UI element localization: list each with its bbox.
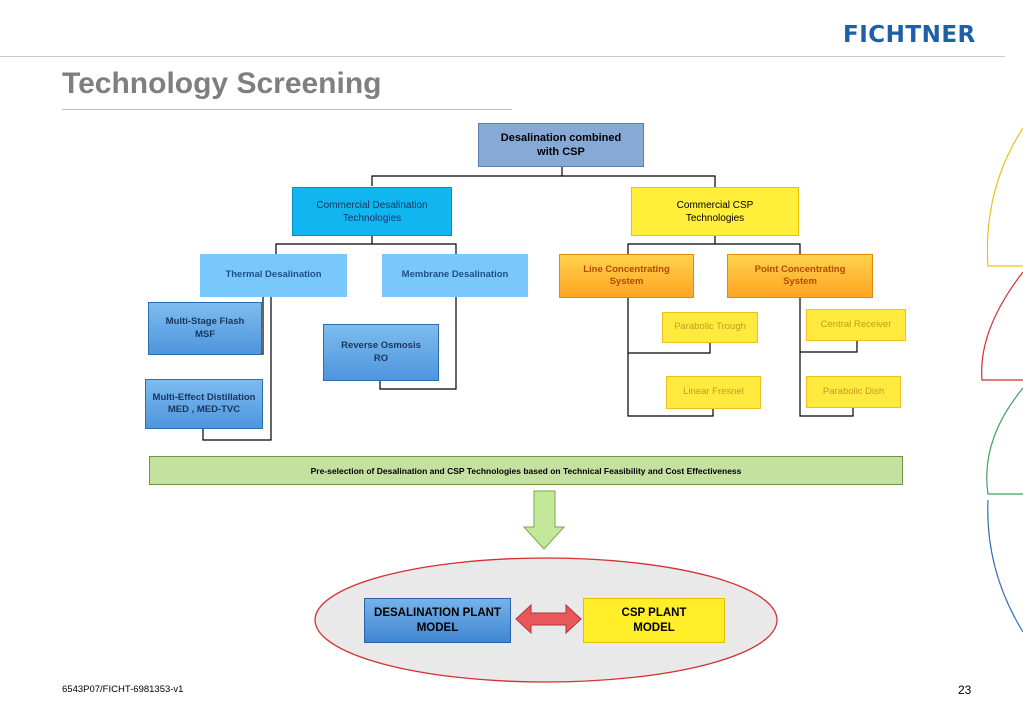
node-commercial-desalination: Commercial Desalination Technologies bbox=[292, 187, 452, 236]
document-id: 6543P07/FICHT-6981353-v1 bbox=[62, 684, 184, 695]
csp-plant-model: CSP PLANT MODEL bbox=[583, 598, 725, 643]
node-reverse-osmosis: Reverse Osmosis RO bbox=[323, 324, 439, 381]
node-membrane-desalination: Membrane Desalination bbox=[382, 254, 528, 297]
node-msf: Multi-Stage Flash MSF bbox=[148, 302, 262, 355]
desalination-plant-model: DESALINATION PLANT MODEL bbox=[364, 598, 511, 643]
down-arrow bbox=[522, 490, 566, 550]
node-point-concentrating: Point Concentrating System bbox=[727, 254, 873, 298]
double-arrow bbox=[515, 603, 582, 635]
node-central-receiver: Central Receiver bbox=[806, 309, 906, 341]
title-underline bbox=[62, 109, 512, 110]
slide-title: Technology Screening bbox=[62, 67, 382, 100]
node-med: Multi-Effect Distillation MED , MED-TVC bbox=[145, 379, 263, 429]
node-linear-fresnel: Linear Fresnel bbox=[666, 376, 761, 409]
root-node: Desalination combined with CSP bbox=[478, 123, 644, 167]
header-divider bbox=[0, 56, 1005, 57]
side-arcs bbox=[981, 127, 1023, 633]
fichtner-logo: FICHTNER bbox=[843, 22, 976, 48]
node-parabolic-trough: Parabolic Trough bbox=[662, 312, 758, 343]
connector-lines bbox=[202, 167, 858, 441]
page-number: 23 bbox=[958, 683, 972, 697]
preselection-bar: Pre-selection of Desalination and CSP Te… bbox=[149, 456, 903, 485]
node-commercial-csp: Commercial CSP Technologies bbox=[631, 187, 799, 236]
node-thermal-desalination: Thermal Desalination bbox=[200, 254, 347, 297]
node-parabolic-dish: Parabolic Dish bbox=[806, 376, 901, 408]
node-line-concentrating: Line Concentrating System bbox=[559, 254, 694, 298]
